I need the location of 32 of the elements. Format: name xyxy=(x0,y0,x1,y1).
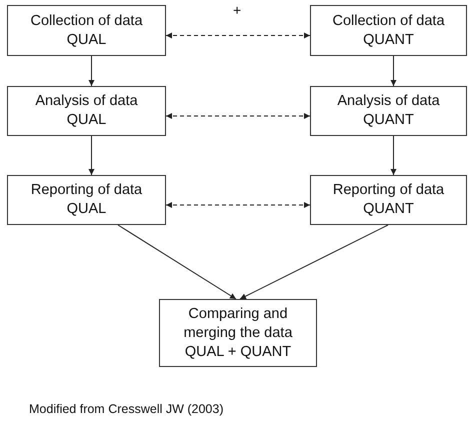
box-text: Analysis of data xyxy=(34,92,139,111)
box-text: QUAL xyxy=(66,111,108,130)
arrow xyxy=(166,113,310,119)
process-box xyxy=(310,5,467,56)
process-box xyxy=(310,86,467,136)
arrow xyxy=(240,224,388,300)
arrow xyxy=(390,136,396,176)
process-box xyxy=(7,175,166,225)
box-text: QUAL + QUANT xyxy=(184,342,292,362)
box-text: Collection of data xyxy=(29,12,144,30)
caption: Modified from Cresswell JW (2003) xyxy=(29,402,224,416)
box-text: Reporting of data xyxy=(332,181,446,200)
process-box xyxy=(7,86,166,136)
plus-sign: + xyxy=(233,2,242,18)
box-text: Analysis of data xyxy=(336,92,441,111)
box-text: Comparing and merging the data xyxy=(182,304,294,342)
box-text: QUANT xyxy=(362,30,415,50)
arrow xyxy=(88,136,94,176)
arrow xyxy=(118,224,236,300)
process-box xyxy=(159,299,317,367)
arrow xyxy=(390,56,396,86)
arrow xyxy=(166,202,310,208)
arrow xyxy=(166,32,310,38)
box-text: Reporting of data xyxy=(30,181,144,200)
process-box xyxy=(7,5,166,56)
box-text: QUANT xyxy=(362,111,415,130)
box-text: QUAL xyxy=(66,30,108,50)
box-text: QUAL xyxy=(66,200,108,219)
box-text: QUANT xyxy=(362,200,415,219)
process-box xyxy=(310,175,467,225)
box-text: Collection of data xyxy=(331,12,446,30)
arrow xyxy=(88,56,94,86)
